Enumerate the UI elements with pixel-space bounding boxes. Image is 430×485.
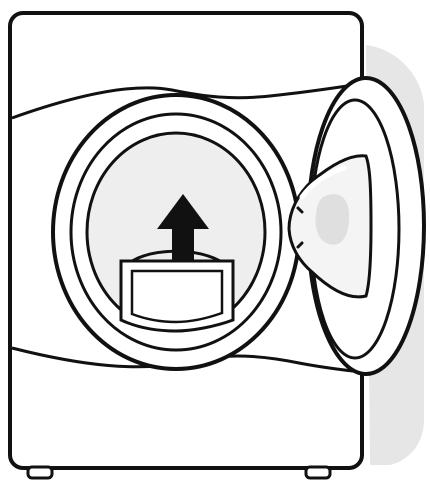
filter-cover-inner (132, 271, 222, 322)
right-foot (306, 467, 330, 478)
left-foot (28, 467, 52, 478)
door-glass-shade (316, 194, 350, 245)
